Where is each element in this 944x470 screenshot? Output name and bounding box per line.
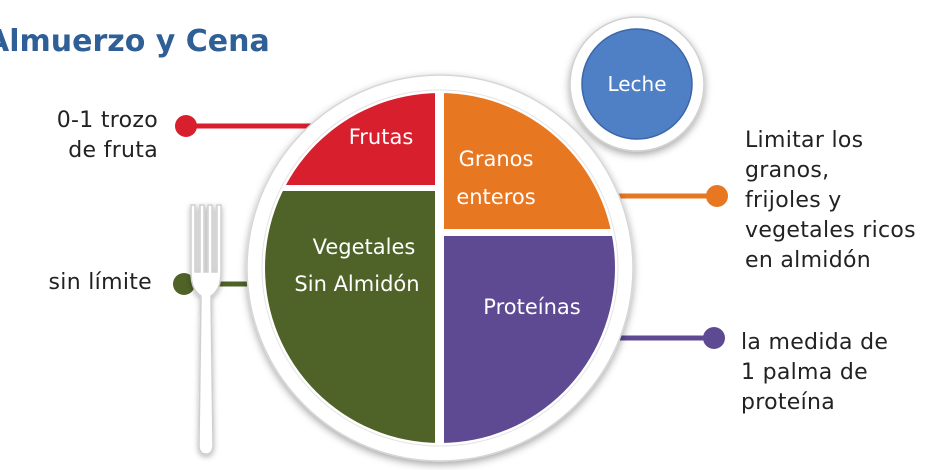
grains-note: Limitar los granos, frijoles y vegetales… — [745, 126, 941, 276]
proteins-label: Proteínas — [483, 295, 580, 319]
grains-label-line1: Granos — [459, 147, 534, 171]
grains-note-line1: Limitar los — [745, 128, 864, 153]
grains-label-line2: enteros — [456, 185, 535, 209]
vegetables-label-line2: Sin Almidón — [294, 272, 419, 296]
grains-note-line3: frijoles y — [745, 188, 842, 213]
grains-note-line2: granos, — [745, 158, 830, 183]
milk-cup: Leche — [569, 16, 705, 152]
protein-note-line1: la medida de — [741, 330, 889, 355]
vegetables-note-line1: sin límite — [48, 270, 152, 295]
grains-note-line5: en almidón — [745, 248, 871, 273]
fruit-note: 0-1 trozo de fruta — [10, 106, 158, 166]
fruit-connector — [175, 115, 320, 137]
fork-icon — [190, 204, 222, 455]
milk-label: Leche — [607, 72, 666, 96]
grains-note-line4: vegetales ricos — [745, 218, 916, 243]
protein-note-line2: 1 palma de — [741, 360, 868, 385]
fruit-note-line1: 0-1 trozo — [56, 108, 158, 133]
vegetables-label-line1: Vegetales — [313, 235, 416, 259]
vegetables-section — [265, 191, 435, 443]
fruit-note-line2: de fruta — [68, 138, 158, 163]
vegetables-note: sin límite — [10, 268, 152, 298]
protein-note: la medida de 1 palma de proteína — [741, 328, 937, 418]
protein-note-line3: proteína — [741, 390, 836, 415]
fruits-label: Frutas — [349, 125, 414, 149]
page-title: Almuerzo y Cena — [0, 24, 270, 59]
